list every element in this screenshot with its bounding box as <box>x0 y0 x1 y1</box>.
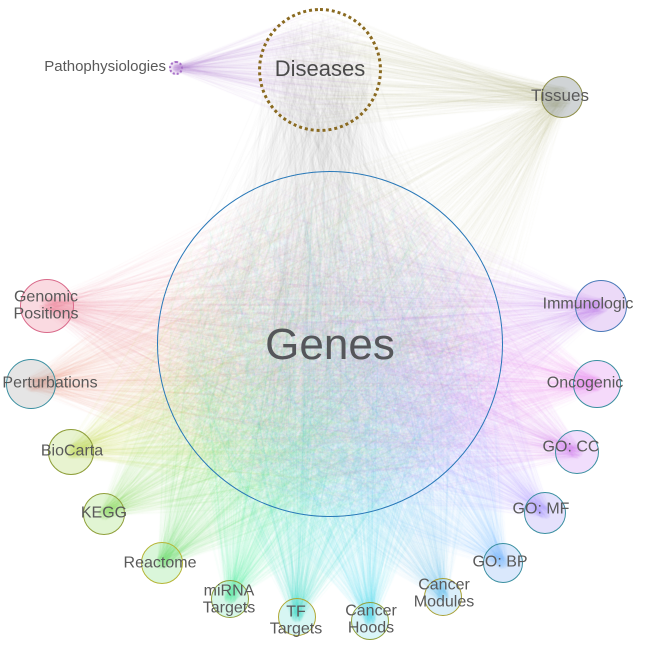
node-go_bp[interactable] <box>483 543 523 583</box>
node-genes[interactable] <box>157 171 503 517</box>
node-tissues[interactable] <box>541 76 583 118</box>
node-immunologic[interactable] <box>575 280 627 332</box>
node-cancer_modules[interactable] <box>424 578 462 616</box>
node-diseases[interactable] <box>258 8 382 132</box>
node-tf_targets[interactable] <box>278 598 316 636</box>
node-biocarta[interactable] <box>48 429 94 475</box>
node-reactome[interactable] <box>141 542 183 584</box>
node-label-pathophysiologies: Pathophysiologies <box>44 57 166 75</box>
node-kegg[interactable] <box>83 493 125 535</box>
node-perturbations[interactable] <box>6 359 56 409</box>
node-cancer_hoods[interactable] <box>351 602 389 640</box>
node-pathophysiologies[interactable] <box>169 61 183 75</box>
node-go_cc[interactable] <box>555 430 599 474</box>
node-oncogenic[interactable] <box>573 360 621 408</box>
node-mirna_targets[interactable] <box>211 580 249 618</box>
node-genomic_positions[interactable] <box>20 279 74 333</box>
node-go_mf[interactable] <box>524 492 566 534</box>
